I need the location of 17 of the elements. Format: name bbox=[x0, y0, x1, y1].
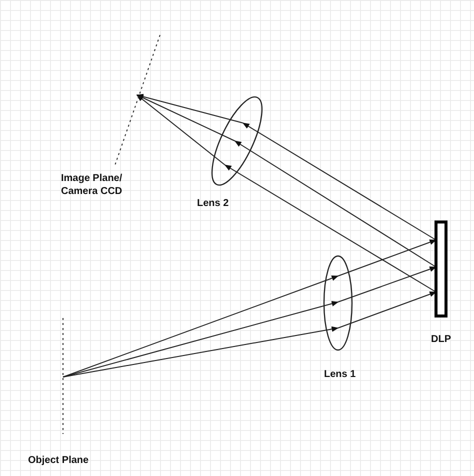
light-ray-arrow bbox=[338, 240, 437, 276]
light-ray-arrow bbox=[338, 266, 437, 302]
light-ray-arrow bbox=[136, 94, 236, 142]
light-ray-arrow bbox=[234, 140, 436, 268]
light-ray-arrow bbox=[224, 164, 436, 292]
light-ray-arrow bbox=[136, 94, 244, 124]
light-ray-arrow bbox=[242, 122, 436, 240]
component-label: Object Plane bbox=[28, 454, 89, 467]
component-label: Lens 1 bbox=[324, 368, 356, 381]
light-ray-arrow bbox=[338, 292, 437, 328]
light-ray-arrow bbox=[62, 326, 339, 378]
component-label: Lens 2 bbox=[197, 197, 229, 210]
light-ray-arrow bbox=[62, 300, 339, 378]
light-ray-arrow bbox=[62, 276, 339, 378]
component-label: DLP bbox=[431, 333, 451, 346]
light-ray-arrow bbox=[136, 94, 226, 166]
component-label: Image Plane/ Camera CCD bbox=[61, 172, 124, 198]
